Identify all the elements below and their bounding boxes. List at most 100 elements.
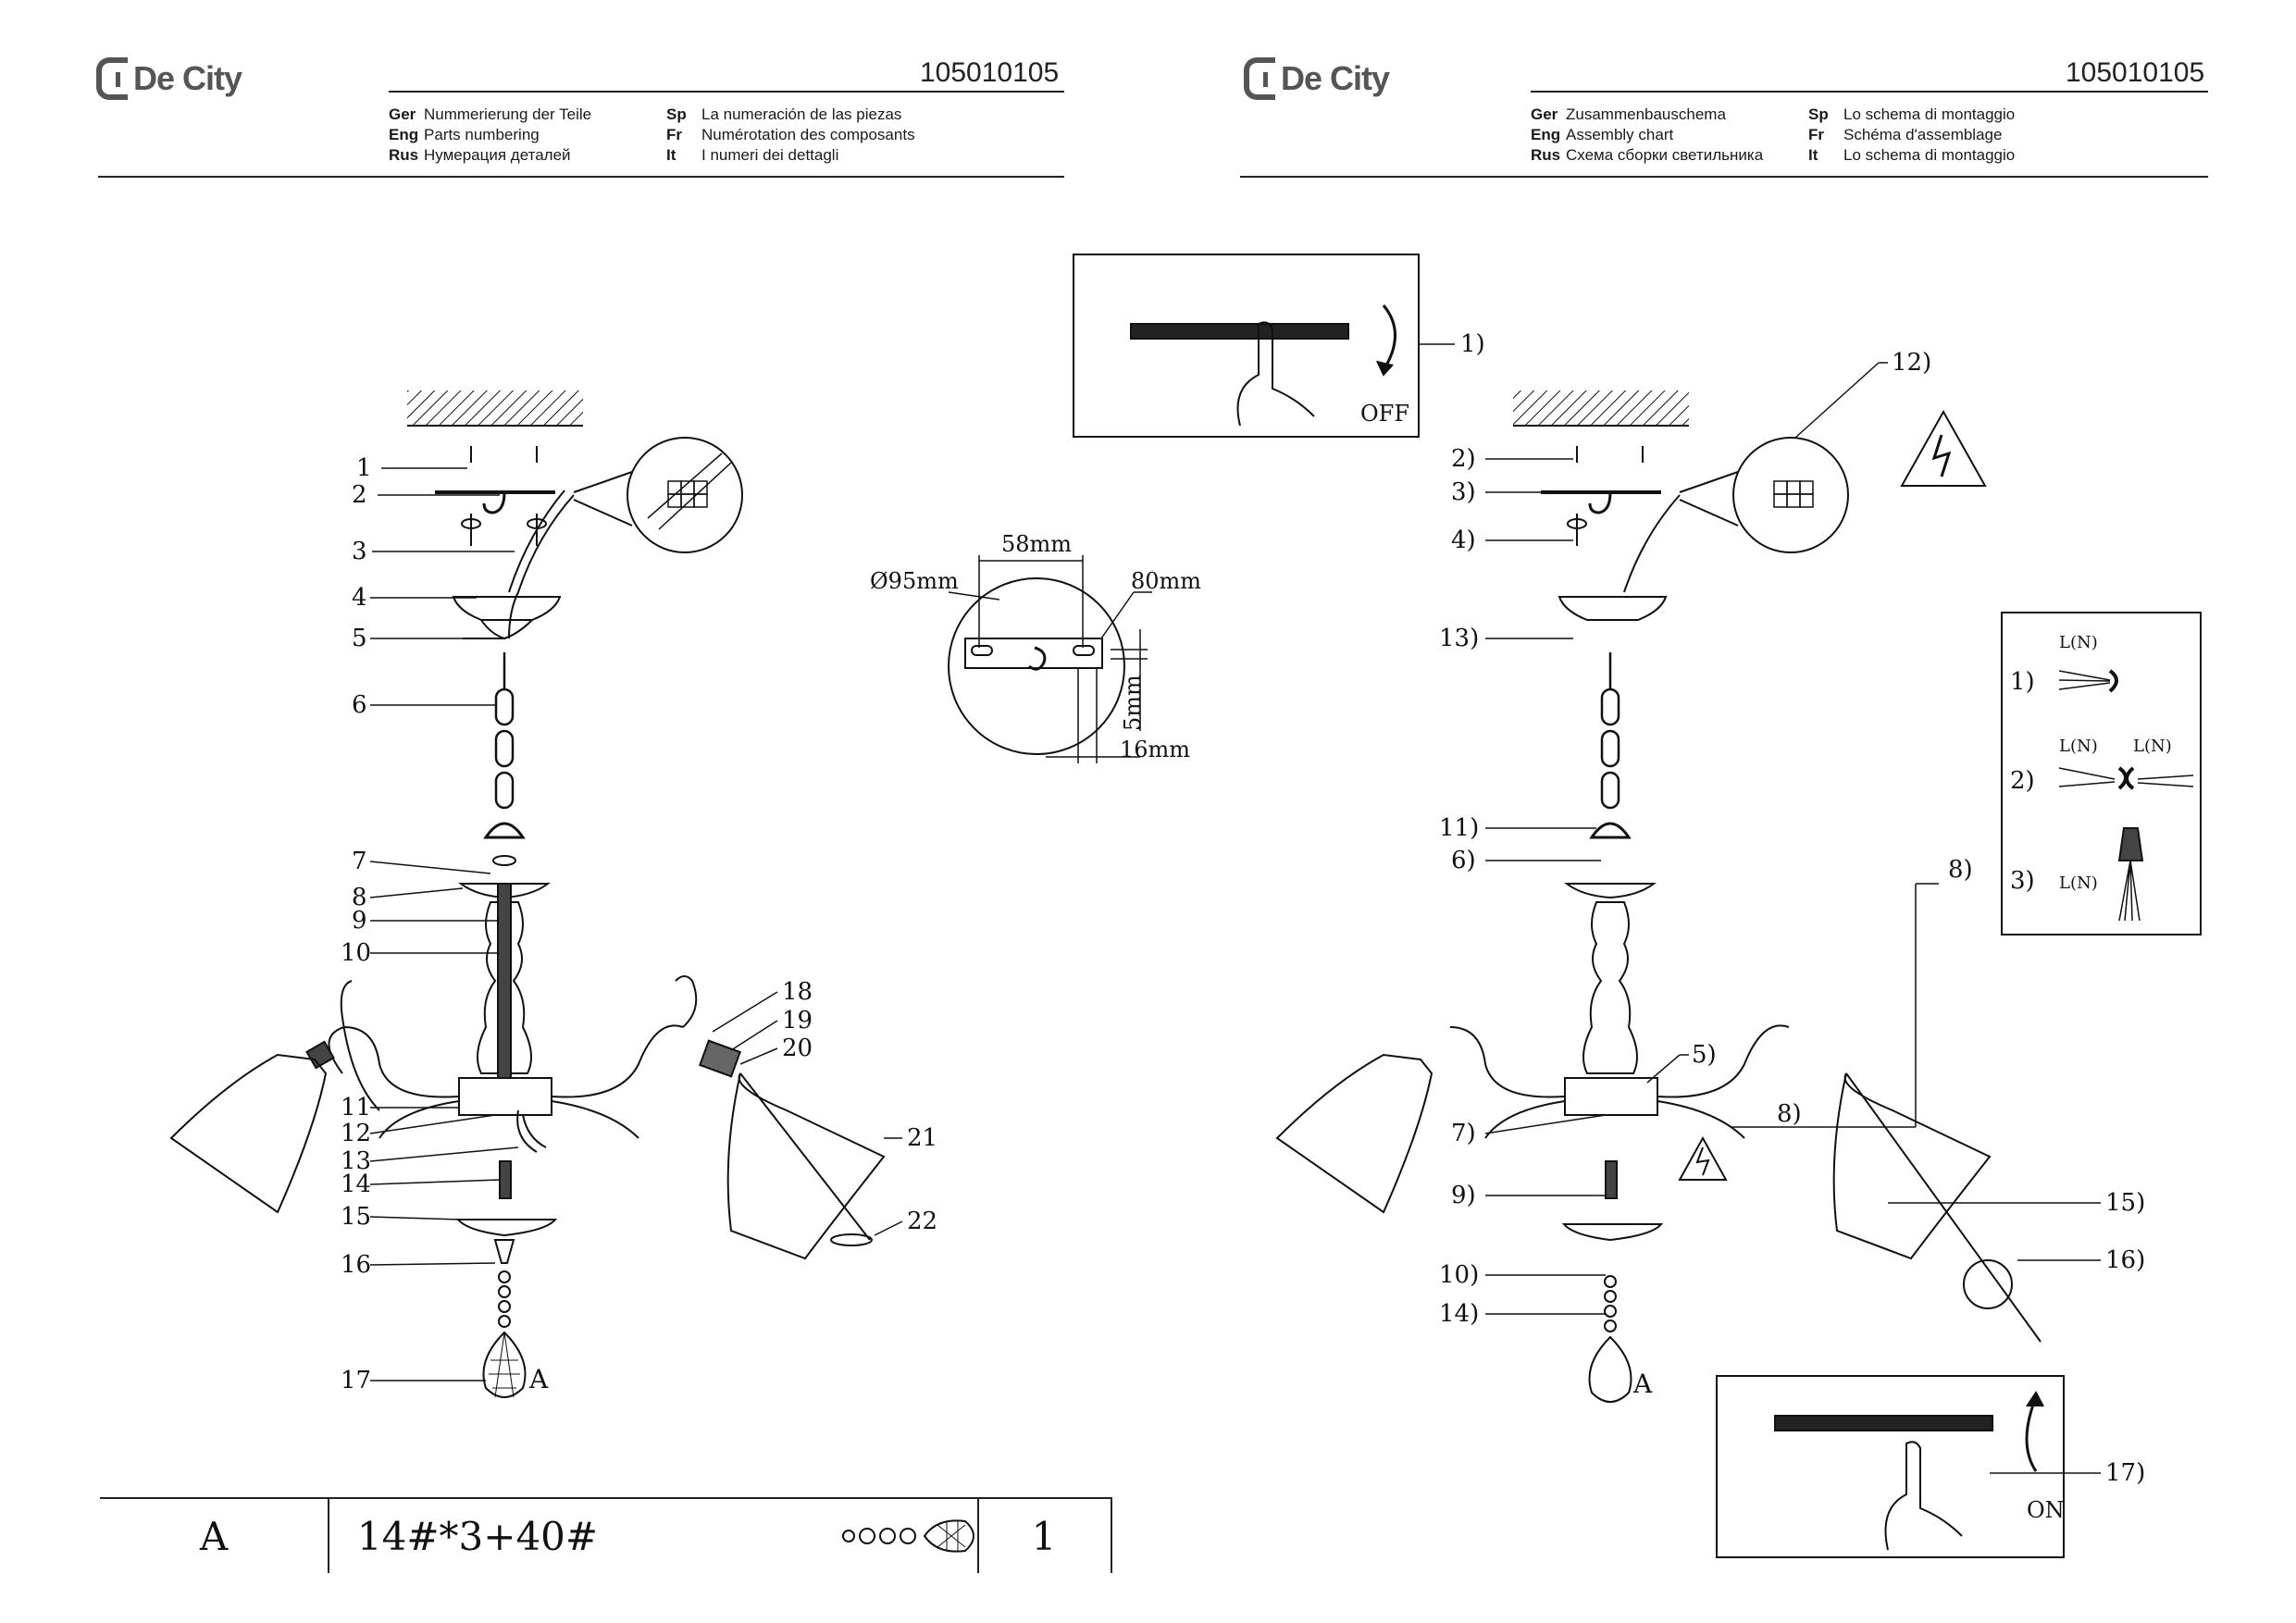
step-label: 11) — [1439, 814, 1479, 842]
warning-triangle-icon — [1900, 409, 1987, 487]
lightning-icon — [1931, 434, 1952, 477]
wiring-step: 3) — [2010, 867, 2035, 895]
step-label: 6) — [1451, 847, 1476, 874]
part-label: 9 — [352, 907, 367, 935]
part-label: 13 — [341, 1147, 371, 1175]
lang-code: It — [666, 146, 676, 164]
off-arrow — [1382, 304, 1396, 371]
hook — [1028, 646, 1047, 671]
dim-outer: 80mm — [1131, 568, 1201, 594]
pendant-drop-icon — [842, 1519, 974, 1553]
ceiling-hatch — [407, 390, 583, 426]
header-top-rule — [1531, 91, 2208, 93]
table-separator — [328, 1499, 329, 1573]
lang-text: I numeri dei dettagli — [701, 146, 839, 164]
loop-ring — [483, 822, 526, 839]
slot — [1073, 645, 1095, 656]
supply-wire — [1623, 494, 1681, 593]
lang-code: Fr — [666, 126, 682, 143]
arm-right — [1657, 1024, 1790, 1139]
connector-icon — [2117, 766, 2135, 790]
lang-text: Schéma d'assemblage — [1843, 126, 2003, 143]
threaded-rod — [1605, 1160, 1618, 1199]
step-labels: 2) 3) 4) 13) 11) 6) 7) 9) 10) 14) 5) 12)… — [1439, 349, 2145, 1487]
on-arrow — [2025, 1396, 2038, 1472]
junction-box — [458, 1077, 552, 1116]
junction-box — [1564, 1077, 1658, 1116]
lang-code: Ger — [389, 105, 416, 123]
cup — [1564, 883, 1657, 899]
pendant-letter: A — [1632, 1369, 1653, 1399]
on-arrow-head — [2026, 1391, 2044, 1407]
part-label: 18 — [782, 978, 813, 1006]
step-label: 3) — [1451, 478, 1476, 506]
dim-width: 58mm — [1001, 531, 1072, 557]
central-body — [1582, 901, 1638, 1074]
product-code: 105010105 — [2066, 57, 2205, 88]
loop-ring — [1589, 822, 1632, 839]
lang-code: Sp — [666, 105, 687, 123]
bracket-plate — [964, 638, 1103, 669]
right-assembly-view: A 2) 3) 4) 13) 11) 6) 7) 9) 10) 14) — [1275, 349, 2202, 1558]
shade-left — [1275, 1053, 1433, 1214]
step-leaders — [1484, 362, 2101, 1474]
bottom-plate — [1561, 1223, 1664, 1242]
pendant-letter: A — [528, 1364, 549, 1394]
arm-left-curl — [328, 1026, 345, 1074]
table-separator — [977, 1499, 979, 1573]
lang-code: Eng — [389, 126, 419, 143]
wiring-step: 2) — [2010, 767, 2035, 795]
terminal-block-small — [647, 452, 732, 530]
pendant-chain — [1604, 1275, 1617, 1332]
logo-mark-icon — [96, 57, 128, 100]
part-label: 8 — [352, 884, 367, 911]
top-nut — [492, 855, 516, 866]
switch-off-frame — [1073, 254, 1420, 438]
part-label: 12 — [341, 1120, 371, 1147]
connector-icon — [2108, 669, 2118, 693]
step-label: 14) — [1439, 1300, 1479, 1328]
switch-off-label: OFF — [1360, 401, 1409, 427]
slot — [971, 645, 993, 656]
screw-head — [1567, 518, 1587, 529]
wire-label: L(N) — [2133, 737, 2172, 756]
wire-strands-icon — [2118, 860, 2141, 922]
bracket-hook — [1588, 491, 1612, 514]
lang-text: Numérotation des composants — [701, 126, 915, 143]
part-label: 14 — [341, 1171, 371, 1198]
terminal-strip-bar — [1774, 1415, 1993, 1431]
lang-text: Схема сборки светильника — [1566, 146, 1764, 164]
hand-icon — [1884, 1441, 1963, 1551]
crystal-facets — [489, 1332, 520, 1398]
spec-formula: 14#*3+40# — [356, 1513, 599, 1559]
canopy-outline-circle — [948, 577, 1125, 755]
dim-depth: 16mm — [1120, 737, 1190, 762]
part-label: 1 — [356, 454, 372, 482]
header-bottom-rule — [98, 176, 1064, 178]
lang-text: Нумерация деталей — [424, 146, 571, 164]
wire-nut-icon — [2117, 827, 2144, 861]
wiring-frame — [2001, 612, 2202, 935]
chain — [494, 652, 515, 810]
arm-left — [343, 1026, 460, 1139]
zoom-leader — [573, 499, 633, 527]
part-label: 17 — [341, 1367, 371, 1394]
wiring-options-box: 1) 2) 3) L(N) L(N) L(N) L(N) — [2001, 612, 2202, 935]
dim-height: 5mm — [1120, 675, 1146, 731]
wire-bundle — [516, 1109, 547, 1153]
part-label: 7 — [352, 848, 367, 875]
switch-on-frame — [1716, 1375, 2065, 1558]
part-label: 2 — [352, 481, 367, 509]
bulb-icon — [1963, 1259, 2013, 1309]
terminal-zoom-circle — [627, 437, 743, 553]
lang-text: Nummerierung der Teile — [424, 105, 592, 123]
crystal-drop — [1588, 1335, 1632, 1403]
terminal-block-small — [1773, 480, 1814, 508]
